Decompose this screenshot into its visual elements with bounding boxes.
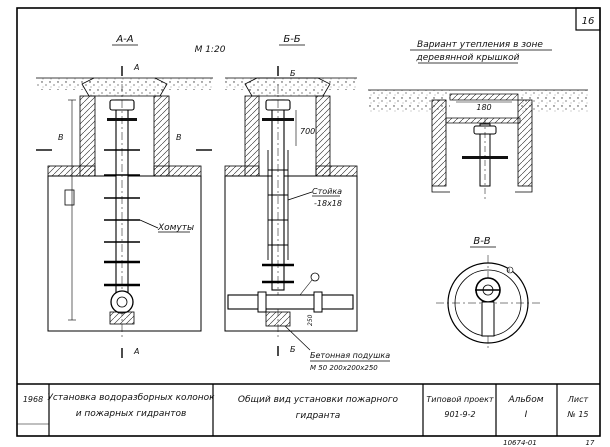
rack-label: Стойка: [312, 187, 342, 196]
section-b-view: Б-Б Б: [224, 34, 390, 372]
drawing-name-line2: гидранта: [296, 411, 341, 421]
title-description-line1: Установка водоразборных колонок: [47, 393, 215, 403]
album-value: I: [525, 410, 528, 420]
scale-label: М 1:20: [195, 45, 226, 55]
rack-size: -18х18: [314, 199, 342, 208]
marker-b-left: В: [58, 133, 64, 142]
sheet-label: Лист: [567, 395, 589, 404]
callout-circle: [310, 272, 320, 282]
section-a-title: А-А: [115, 34, 133, 45]
variant-view: Вариант утепления в зоне деревянной крыш…: [368, 40, 588, 350]
dim-180: 180: [476, 103, 491, 112]
dim-small: 250: [307, 314, 314, 326]
sheet-border: [16, 7, 601, 437]
project-code: 901-9-2: [444, 410, 475, 419]
marker-a-bottom: А: [133, 347, 139, 356]
section-a-view: А-А М 1:20 А: [36, 34, 226, 358]
album-label: Альбом: [507, 395, 543, 405]
marker-b-top: Б: [290, 69, 296, 78]
variant-title-line2: деревянной крышкой: [416, 53, 520, 63]
sheet-value: № 15: [566, 410, 588, 419]
marker-b-bottom: Б: [290, 345, 296, 354]
marker-circle: В: [507, 268, 510, 274]
clamps-label: Хомуты: [157, 223, 194, 233]
title-year: 1968: [23, 395, 43, 404]
section-b-title: Б-Б: [283, 34, 300, 45]
marker-a-top: А: [133, 63, 139, 72]
variant-title-line1: Вариант утепления в зоне: [417, 40, 543, 50]
section-c-title: В-В: [473, 236, 490, 247]
page-number-box: [575, 7, 601, 31]
bottom-code: 10674-01: [503, 439, 537, 447]
bottom-page: 17: [586, 439, 595, 447]
title-description-line2: и пожарных гидрантов: [76, 409, 187, 419]
concrete-pad-size: М 50 200х200х250: [310, 364, 378, 372]
page-number: 16: [582, 16, 595, 27]
concrete-pad-label: Бетонная подушка: [310, 351, 390, 360]
dim-700: 700: [300, 127, 315, 136]
project-label: Типовой проект: [426, 395, 494, 404]
title-block: [17, 383, 600, 436]
marker-b-right: В: [176, 133, 182, 142]
drawing-name-line1: Общий вид установки пожарного: [238, 395, 399, 405]
